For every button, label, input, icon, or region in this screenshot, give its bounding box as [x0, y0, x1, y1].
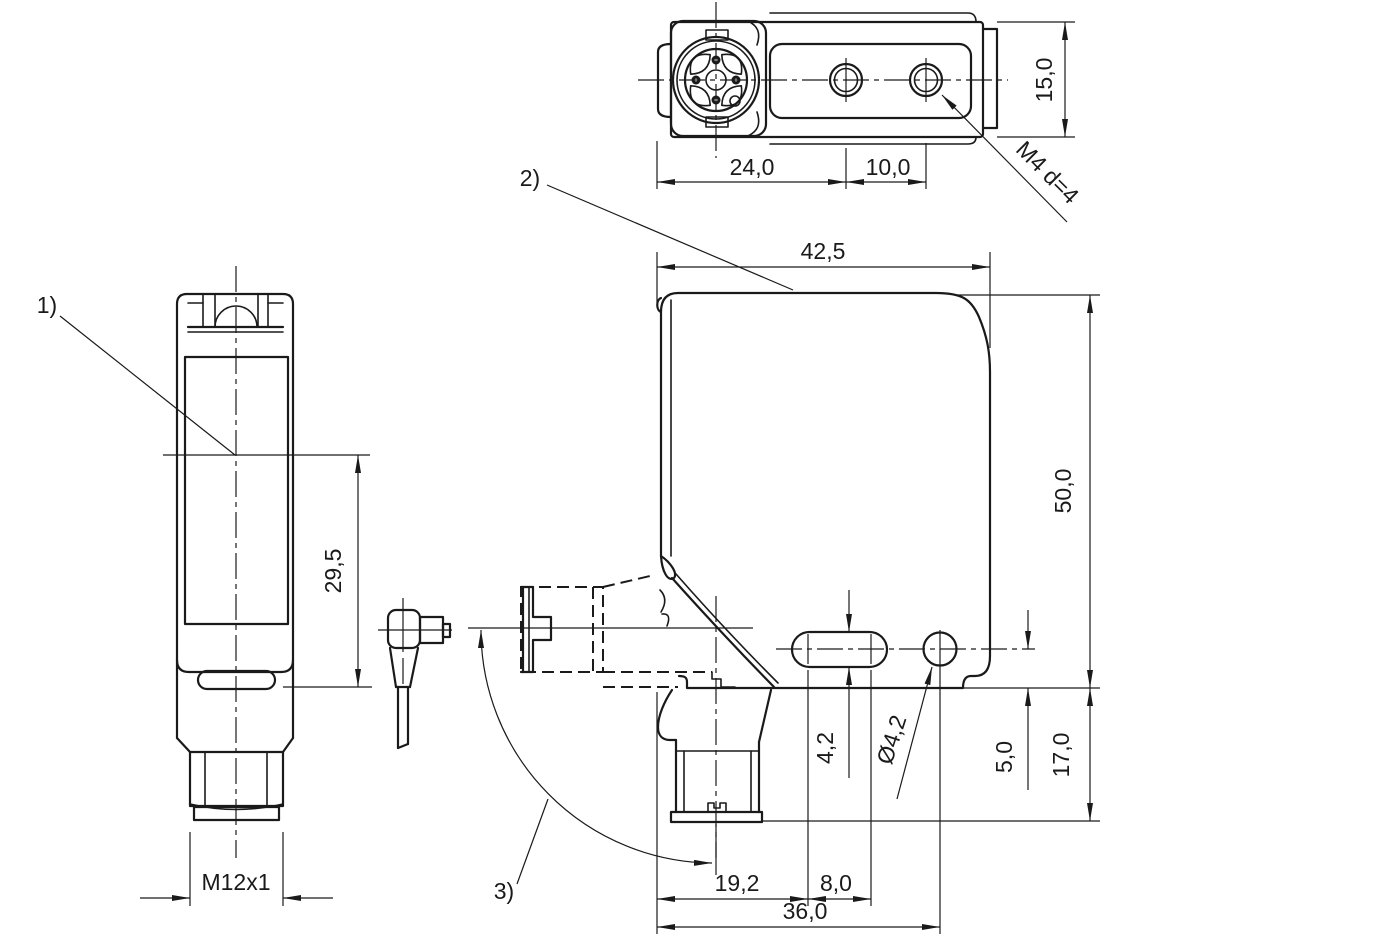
hinge-tip: [659, 554, 677, 580]
top-view: 24,0 10,0 15,0 M4 d=4: [638, 2, 1084, 223]
alternate-connector-position: [468, 575, 753, 688]
callout-3-leader: [516, 798, 549, 885]
dim-4-2: 4,2: [812, 732, 838, 764]
hole-dia-leader: [896, 666, 933, 800]
side-view: 2) 3) 42,5 50,0 17,0 5,0 4,2 Ø4,2: [468, 165, 1100, 934]
rotation-arc: [478, 629, 713, 866]
front-view-body-outline: [175, 292, 295, 740]
callout-2: 2): [520, 165, 540, 191]
parting-curve: [670, 576, 776, 689]
front-view: 29,5 M12x1 1): [37, 266, 372, 906]
dim-19-2: 19,2: [715, 870, 760, 896]
dim-5-0: 5,0: [991, 741, 1017, 773]
top-view-front-cap: [981, 27, 999, 130]
callout-3: 3): [494, 878, 514, 904]
dim-8-0: 8,0: [820, 870, 852, 896]
top-view-mount-plate: [768, 42, 973, 120]
dim-42-5: 42,5: [801, 238, 846, 264]
dim-10-0: 10,0: [866, 154, 911, 180]
dim-15-0: 15,0: [1031, 58, 1057, 103]
dim-dia-4-2: Ø4,2: [871, 712, 911, 767]
plug-head: [386, 608, 422, 650]
lens-dome: [214, 305, 258, 328]
dim-29-5: 29,5: [320, 549, 346, 594]
dim-24-0: 24,0: [730, 154, 775, 180]
keyway-notch: [707, 802, 727, 813]
dim-50-0: 50,0: [1050, 469, 1076, 514]
m4-leader: [941, 94, 1068, 223]
connector-housing: [656, 596, 773, 858]
callout-1: 1): [37, 292, 57, 318]
dim-17-0: 17,0: [1048, 733, 1074, 778]
top-view-connector-plate: [669, 19, 768, 138]
dim-36-0: 36,0: [783, 898, 828, 924]
dim-m4: M4 d=4: [1011, 136, 1084, 209]
angled-cable-connector: [378, 598, 452, 750]
callout-1-leader: [59, 315, 236, 456]
callout-2-leader: [546, 184, 794, 291]
dim-m12x1: M12x1: [201, 869, 270, 895]
side-view-body-outline: [659, 291, 992, 690]
